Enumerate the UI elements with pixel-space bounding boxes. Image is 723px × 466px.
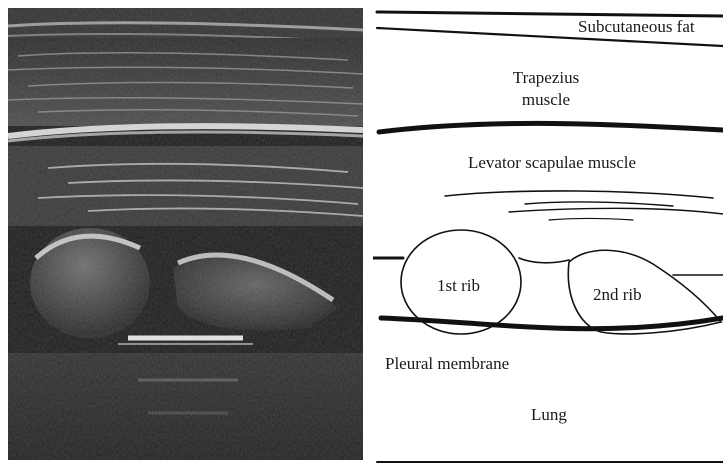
levator-fiber-3: [509, 208, 723, 214]
ultrasound-image: [8, 8, 363, 460]
label-rib1: 1st rib: [437, 276, 480, 296]
top-border-line: [377, 12, 723, 16]
label-pleural-membrane: Pleural membrane: [385, 354, 509, 374]
intercostal-line: [519, 258, 569, 263]
levator-fiber-1: [445, 191, 713, 198]
levator-fiber-2: [525, 202, 673, 206]
label-lung: Lung: [531, 405, 567, 425]
label-trapezius-line2: muscle: [493, 90, 599, 110]
trapezius-fascia-line: [379, 123, 723, 132]
label-rib2: 2nd rib: [593, 285, 642, 305]
label-subcutaneous-fat: Subcutaneous fat: [578, 17, 695, 37]
schematic-panel: Subcutaneous fat Trapezius muscle Levato…: [373, 0, 723, 466]
levator-fiber-4: [549, 219, 633, 221]
label-levator-scapulae: Levator scapulae muscle: [468, 153, 636, 173]
label-trapezius-line1: Trapezius: [493, 68, 599, 88]
ultrasound-graphic: [8, 8, 363, 460]
